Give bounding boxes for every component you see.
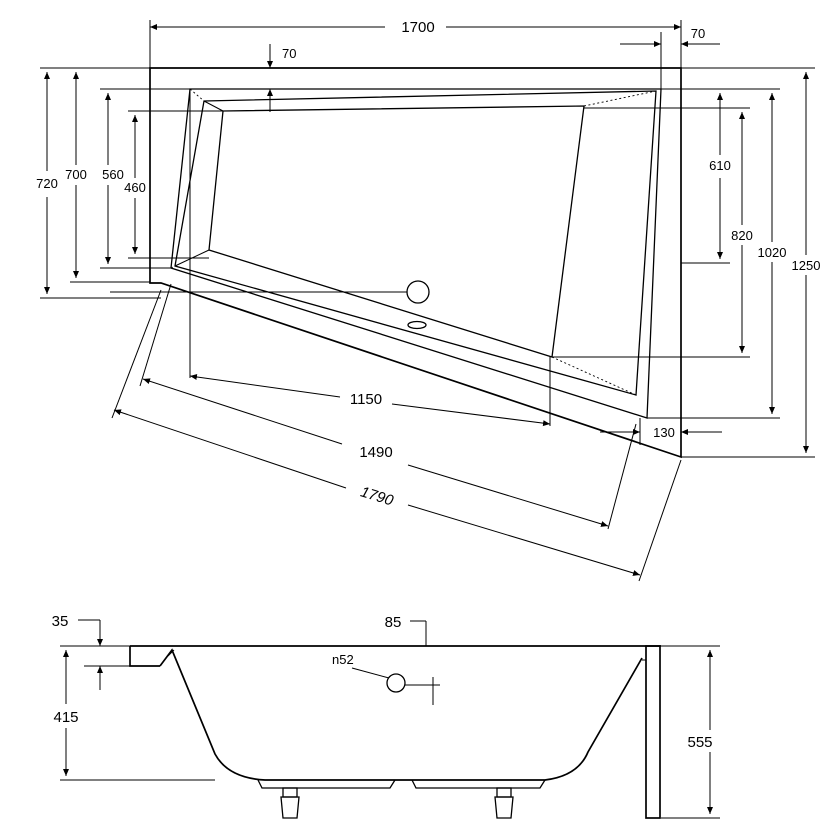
dim-1700: 1700 [401,19,434,36]
dim-1250: 1250 [792,258,821,273]
dim-820: 820 [731,228,753,243]
drain-circle [406,280,430,304]
dim-1020: 1020 [758,245,787,260]
slope-line-dashed [551,356,637,396]
top-view-basin-edge [174,90,657,396]
slope-line-dashed [583,90,657,107]
top-view-outer-outline [149,67,682,459]
side-view-left-rim [129,646,160,667]
dim-720: 720 [36,176,58,191]
side-view-foot-right [494,787,514,819]
slope-line-dashed [189,88,205,102]
side-view: n52 35 85 415 555 [52,613,720,819]
top-view-basin-bottom [208,105,585,358]
dim-460: 460 [124,180,146,195]
dim-85: 85 [385,614,402,631]
dim-700: 700 [65,167,87,182]
dim-1490: 1490 [359,444,392,461]
slope-line-dashed [170,265,176,269]
dim-1790: 1790 [358,483,396,509]
dim-35: 35 [52,613,69,630]
dim-70-top: 70 [282,46,296,61]
top-view: 1700 70 70 720 700 560 460 [36,19,821,582]
side-view-apron [645,645,661,819]
side-view-foot-left [280,787,300,819]
dim-n52: n52 [332,652,354,667]
dim-560: 560 [102,167,124,182]
slope-line [203,100,224,112]
dim-555: 555 [687,734,712,751]
dim-130: 130 [653,425,675,440]
dim-70-right: 70 [691,26,705,41]
dim-415: 415 [53,709,78,726]
side-view-overflow [386,673,406,693]
overflow-ellipse [407,320,427,330]
side-view-frame [257,779,546,789]
dim-610: 610 [709,158,731,173]
dim-1150: 1150 [350,391,382,408]
side-view-tub-body [159,648,643,781]
side-view-inner-hint [167,649,175,657]
